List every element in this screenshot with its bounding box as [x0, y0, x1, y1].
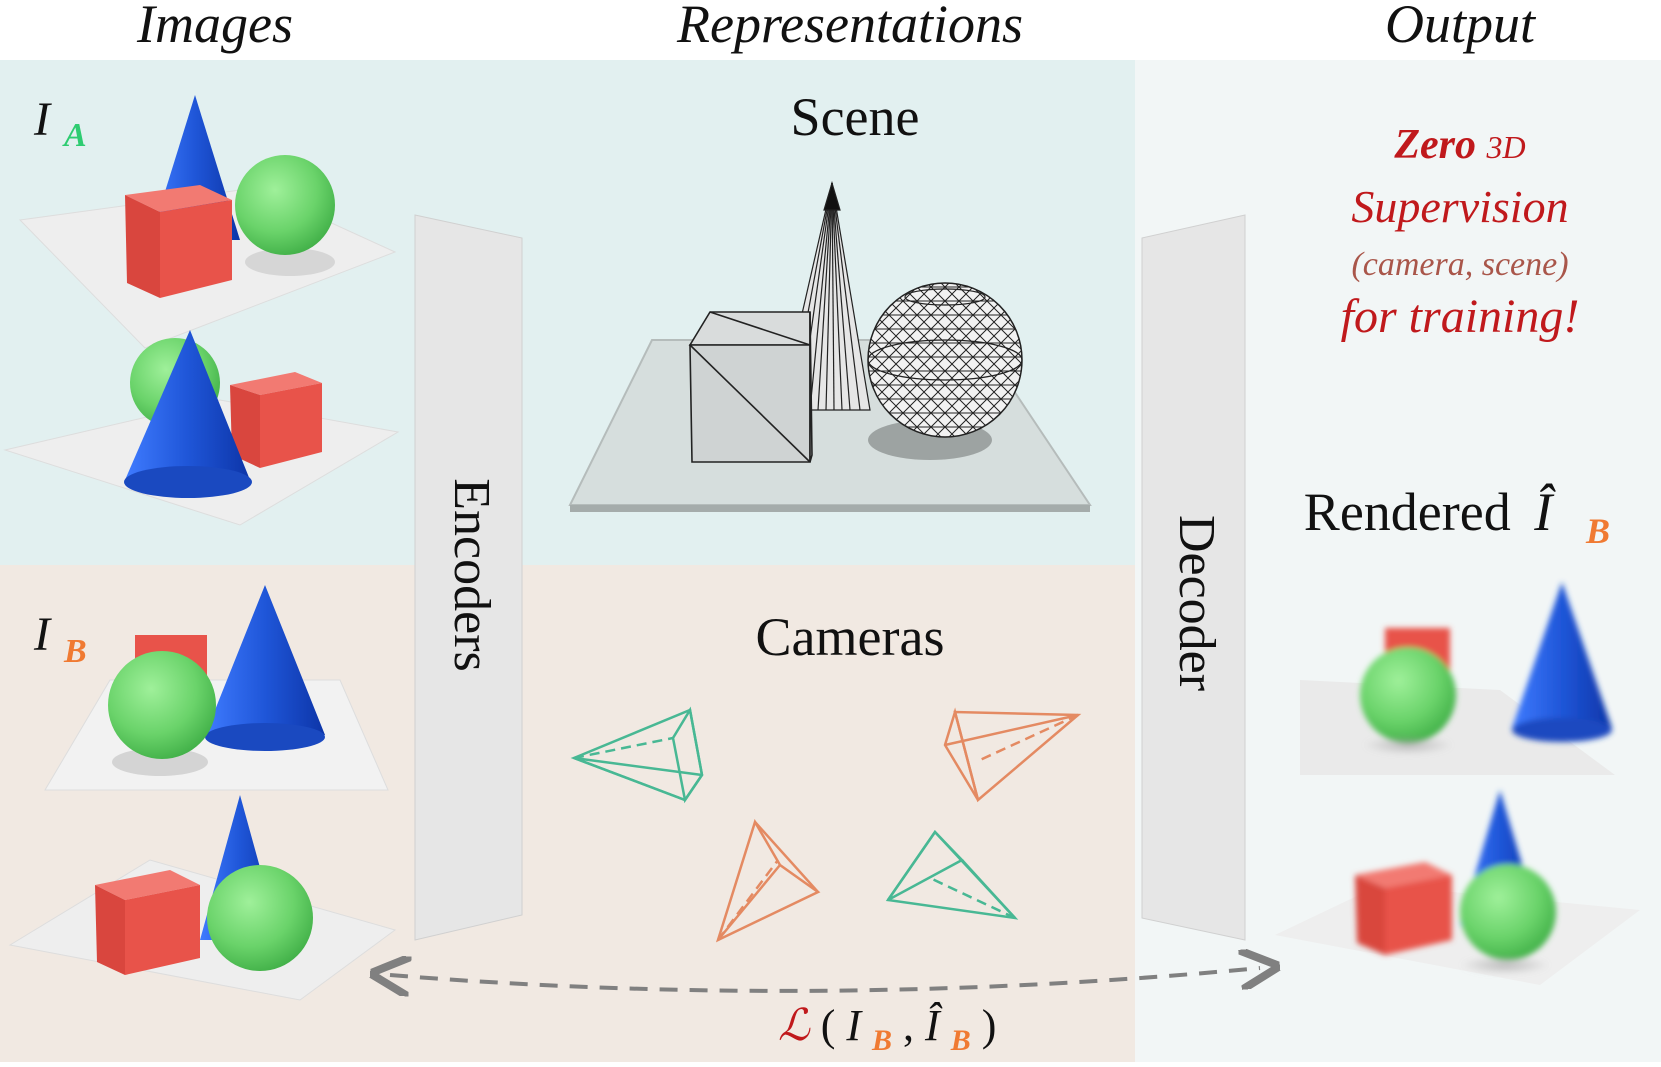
header-output: Output: [1385, 0, 1537, 54]
camera-4: [885, 830, 1019, 920]
svg-text:I: I: [33, 608, 52, 661]
svg-text:Supervision: Supervision: [1351, 181, 1568, 232]
sphere-shape: [235, 155, 335, 255]
wire-sphere: [867, 282, 1023, 438]
image-a2: [3, 330, 400, 526]
rendered-output-1: [1300, 582, 1615, 775]
image-b1: [44, 585, 389, 791]
scene-mesh: [568, 180, 1092, 512]
svg-text:A: A: [62, 117, 87, 154]
camera-frustums: [570, 706, 1082, 943]
cube-shape: [160, 200, 232, 298]
encoders-label: Encoders: [443, 478, 500, 671]
image-set-b-label: I B: [33, 608, 87, 670]
loss-label: ℒ ( I B , Î B ): [778, 1001, 996, 1060]
header-images: Images: [136, 0, 293, 54]
image-a1: [18, 95, 397, 349]
header-representations: Representations: [676, 0, 1023, 54]
svg-text:Zero 3D: Zero 3D: [1393, 122, 1525, 168]
decoder-label: Decoder: [1168, 515, 1225, 691]
camera-2: [943, 707, 1082, 803]
svg-text:for training!: for training!: [1341, 290, 1580, 343]
cameras-label: Cameras: [756, 607, 945, 667]
zero-supervision-note: Zero 3D Supervision (camera, scene) for …: [1341, 122, 1580, 343]
image-set-a-label: I A: [33, 93, 87, 154]
svg-text:I: I: [33, 93, 52, 146]
svg-text:B: B: [1585, 511, 1610, 551]
camera-1: [570, 706, 704, 804]
encoders-block: Encoders: [414, 214, 523, 941]
image-b2: [8, 795, 397, 1001]
rendered-label: Rendered Î B: [1304, 482, 1610, 551]
scene-label: Scene: [791, 87, 920, 147]
loss-arrow: [390, 968, 1260, 991]
svg-text:Rendered Î: Rendered Î: [1304, 482, 1556, 542]
svg-text:ℒ ( I B: ℒ ( I B , Î B ): [778, 1001, 996, 1060]
rendered-output-2: [1275, 790, 1640, 985]
camera-3: [715, 818, 821, 943]
svg-text:(camera, scene): (camera, scene): [1351, 246, 1568, 283]
svg-text:B: B: [63, 633, 87, 670]
decoder-block: Decoder: [1141, 214, 1246, 941]
wire-cube: [688, 311, 813, 463]
